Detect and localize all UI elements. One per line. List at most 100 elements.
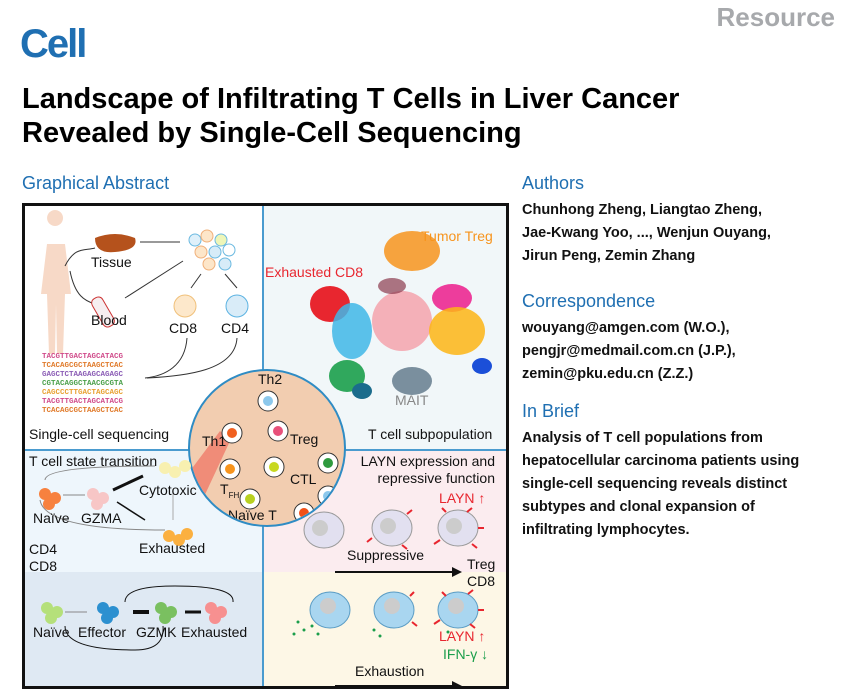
tfh-label: TFH (220, 481, 239, 500)
cd8-section-label: CD8 (29, 558, 58, 574)
effector-label: Effector (78, 624, 126, 640)
cluster (472, 358, 492, 374)
exhausted-cd8-state-label: Exhausted (181, 624, 248, 640)
cd4-section-label: CD4 (29, 541, 58, 557)
tissue-label: Tissue (91, 254, 132, 270)
exhausted-label: Exhausted (139, 540, 206, 556)
cd4-exhausted-cells (163, 528, 193, 546)
dna-line: CGTACAGGCTAACGCGTA (42, 380, 124, 388)
th2-label: Th2 (258, 371, 283, 387)
naive-label: Naïve (33, 510, 70, 526)
liver-icon (95, 234, 136, 253)
graphical-abstract-heading: Graphical Abstract (22, 173, 170, 193)
treg-label: Treg (290, 431, 319, 447)
in-brief-line: single-cell sequencing reveals distinct (522, 476, 788, 492)
cluster-tumor-treg (384, 231, 440, 271)
correspondence-heading: Correspondence (522, 291, 656, 311)
th1-label: Th1 (202, 433, 227, 449)
blood-tube-icon (91, 296, 115, 328)
sequencing-illustration (41, 210, 249, 379)
email-link[interactable]: wouyang@amgen.com (W.O.), (522, 320, 730, 336)
cd4-cell-icon (225, 294, 249, 318)
human-body-icon (41, 210, 71, 354)
layn-up-cd8: LAYN ↑ (439, 628, 486, 644)
panel-bg-cd8-right (262, 572, 506, 686)
in-brief-line: infiltrating lymphocytes. (522, 522, 690, 538)
tsne-plot (310, 231, 492, 399)
article-title: Landscape of Infiltrating T Cells in Liv… (22, 82, 822, 150)
tfh-main: T (220, 481, 229, 497)
cd8-cell-icon (173, 294, 197, 318)
blood-label: Blood (91, 312, 127, 328)
ctl-label: CTL (290, 471, 317, 487)
dna-sequence: TACGTTGACTAGCATACG TCACAGCGCTAAGCTCAC GA… (42, 353, 123, 416)
cluster (372, 291, 432, 351)
cluster (332, 303, 372, 359)
email-link[interactable]: zemin@pku.edu.cn (Z.Z.) (522, 366, 694, 382)
in-brief-text: Analysis of T cell populations from hepa… (522, 427, 852, 542)
ifn-gamma-down: IFN-γ ↓ (443, 646, 489, 662)
dna-line: TACGTTGACTAGCATACG (42, 353, 124, 361)
graphical-abstract: Tissue Blood CD8 CD4 TACGTTGACTAGCATACG … (22, 203, 509, 689)
treg-side-label: Treg (467, 556, 496, 572)
authors-list: Chunhong Zheng, Liangtao Zheng, Jae-Kwan… (522, 199, 852, 268)
treg-cells (303, 507, 484, 550)
single-cell-sequencing-caption: Single-cell sequencing (29, 426, 170, 442)
cd4-gzma-cells (87, 488, 109, 510)
cd8-effector-cells (97, 602, 119, 624)
cd8-cells (292, 589, 484, 638)
state-transition-caption: T cell state transition (29, 453, 158, 469)
dna-line: TCACAGCGCTAAGCTCAC (42, 407, 124, 415)
author-line: Chunhong Zheng, Liangtao Zheng, (522, 202, 763, 218)
dna-line: TACGTTGACTAGCATACG (42, 398, 124, 406)
in-brief-heading: In Brief (522, 401, 580, 421)
tfh-sub: FH (228, 490, 240, 500)
tumor-treg-label: Tumor Treg (421, 228, 493, 244)
cd4-naive-cells (39, 488, 61, 510)
article-type: Resource (716, 2, 836, 32)
exhaustion-label: Exhaustion (355, 663, 425, 679)
cd4-cytotoxic-cells (159, 460, 191, 478)
mait-label: MAIT (395, 392, 429, 408)
in-brief-line: subtypes and clonal expansion of (522, 499, 755, 515)
author-line: Jae-Kwang Yoo, ..., Wenjun Ouyang, (522, 225, 771, 241)
cluster (432, 284, 472, 312)
state-transition-diagram (39, 460, 234, 651)
gzma-label: GZMA (81, 510, 122, 526)
cd4-label: CD4 (221, 320, 250, 336)
cluster-mait (392, 367, 432, 395)
correspondence-list: wouyang@amgen.com (W.O.), pengjr@medmail… (522, 317, 852, 386)
layn-up-treg: LAYN ↑ (439, 490, 486, 506)
author-line: Jirun Peng, Zemin Zhang (522, 248, 696, 264)
cluster (329, 360, 365, 392)
cd8-gzmk-cells (155, 602, 177, 624)
authors-heading: Authors (522, 173, 585, 193)
title-line-2: Revealed by Single-Cell Sequencing (22, 117, 522, 149)
cd8-label: CD8 (169, 320, 198, 336)
naive-cd8-label: Naïve (33, 624, 70, 640)
exhausted-cd8-label: Exhausted CD8 (265, 264, 364, 280)
cluster (352, 383, 372, 399)
naive-t-label: Naïve T (228, 507, 277, 523)
cd8-side-label: CD8 (467, 573, 496, 589)
cytotoxic-label: Cytotoxic (139, 482, 197, 498)
title-line-1: Landscape of Infiltrating T Cells in Liv… (22, 83, 680, 115)
dna-line: CAGCCCTTGACTAGCAGC (42, 389, 124, 397)
dna-line: TCACAGCGCTAAGCTCAC (42, 362, 124, 370)
layn-cells-diagram (292, 507, 484, 686)
layn-caption-2: repressive function (377, 470, 495, 486)
layn-caption-1: LAYN expression and (360, 453, 495, 469)
cd8-exhausted-cells (205, 602, 227, 624)
t-cell-subpopulation-caption: T cell subpopulation (368, 426, 493, 442)
dna-line: GAGCTCTAAGAGCAGAGC (42, 371, 124, 379)
gzmk-label: GZMK (136, 624, 177, 640)
journal-logo: Cell (20, 22, 87, 66)
email-link[interactable]: pengjr@medmail.com.cn (J.P.), (522, 343, 736, 359)
cd8-naive-cells (41, 602, 63, 624)
cluster (378, 278, 406, 294)
in-brief-line: hepatocellular carcinoma patients using (522, 453, 800, 469)
in-brief-line: Analysis of T cell populations from (522, 430, 763, 446)
cluster (429, 307, 485, 355)
cell-cluster-icon (188, 229, 236, 271)
suppressive-label: Suppressive (347, 547, 425, 563)
